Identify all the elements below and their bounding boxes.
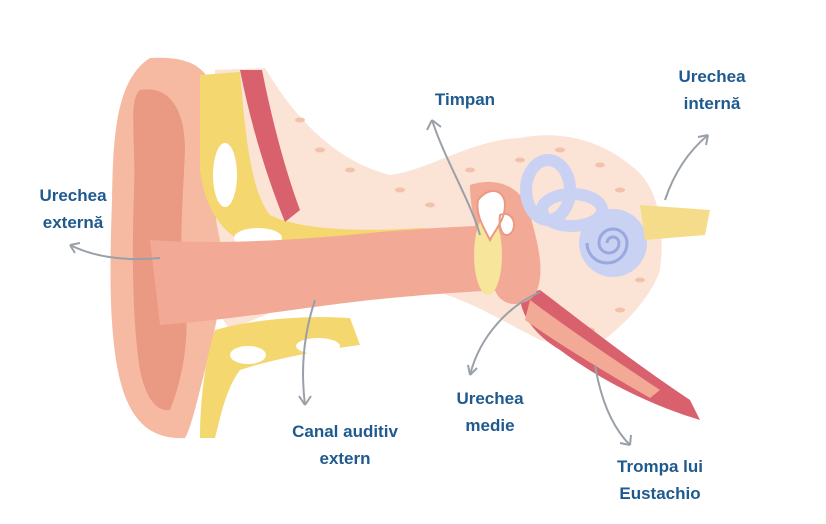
label-ear-canal-line1: Canal auditiv <box>292 422 398 441</box>
label-middle-ear: Urechea medie <box>440 385 540 439</box>
label-eustachian-tube-line2: Eustachio <box>619 484 701 503</box>
cartilage-gap <box>230 346 266 364</box>
muscle-band <box>240 70 300 222</box>
label-inner-ear-line2: internă <box>683 94 741 113</box>
bone-dot <box>315 147 325 153</box>
bone-dot <box>425 202 435 208</box>
cochlea-spiral <box>585 227 629 265</box>
cartilage-gap <box>296 338 340 354</box>
label-inner-ear-line1: Urechea <box>678 67 746 86</box>
label-outer-ear-line1: Urechea <box>39 186 107 205</box>
label-ear-canal-line2: extern <box>319 449 371 468</box>
label-outer-ear: Urechea externă <box>28 182 118 236</box>
bone-dot <box>295 117 305 123</box>
bone-dot <box>635 277 645 283</box>
label-ear-canal: Canal auditiv extern <box>280 418 410 472</box>
label-middle-ear-line2: medie <box>465 416 515 435</box>
bone-dot <box>345 167 355 173</box>
bone-dot <box>615 307 625 313</box>
cartilage-gap <box>213 143 237 207</box>
label-eardrum: Timpan <box>420 86 510 113</box>
bone-dot <box>615 187 625 193</box>
label-inner-ear: Urechea internă <box>666 63 758 117</box>
eustachian-tube-lining <box>525 300 660 398</box>
label-middle-ear-line1: Urechea <box>456 389 524 408</box>
bone-dot <box>555 147 565 153</box>
label-eustachian-tube-line1: Trompa lui <box>617 457 703 476</box>
cochlea <box>579 209 647 277</box>
bone-dot <box>515 157 525 163</box>
pointer-arrows <box>69 119 709 446</box>
ear-canal-shape <box>150 225 505 325</box>
bone-dot <box>595 162 605 168</box>
label-outer-ear-line2: externă <box>42 213 104 232</box>
semicircular-canals <box>520 154 608 232</box>
bone-dot <box>395 187 405 193</box>
ossicles <box>476 190 516 243</box>
bone-dot <box>465 167 475 173</box>
auditory-nerve <box>640 205 710 240</box>
label-eustachian-tube: Trompa lui Eustachio <box>600 453 720 507</box>
eardrum-membrane <box>474 215 502 295</box>
label-eardrum-line1: Timpan <box>434 90 496 109</box>
